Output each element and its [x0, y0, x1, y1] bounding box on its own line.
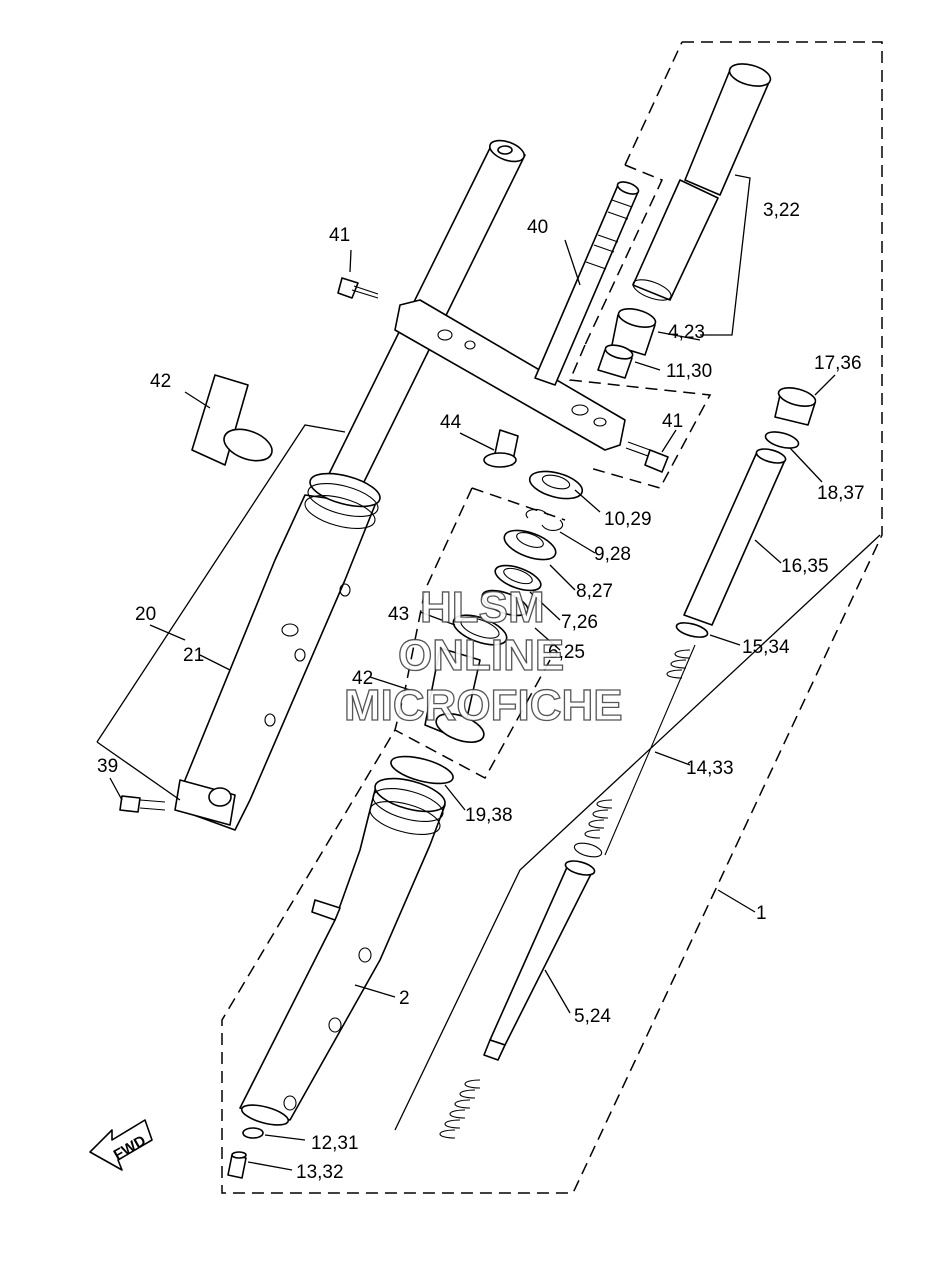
cap-bolt-17	[774, 387, 817, 426]
seal-7	[494, 564, 542, 592]
label-42-lower: 42	[352, 668, 373, 689]
watermark-line-1: HLSM	[420, 583, 545, 632]
label-19-38: 19,38	[465, 805, 513, 826]
label-9-28: 9,28	[594, 544, 631, 565]
part-labels: 3,22 40 41 4,23 11,30 17,36 42 44 41 18,…	[97, 200, 865, 1183]
cover-42-upper	[191, 374, 273, 466]
label-21: 21	[183, 645, 204, 666]
lower-outer-tube	[239, 777, 446, 1126]
label-10-29: 10,29	[604, 509, 652, 530]
damper-rod-5	[439, 842, 603, 1139]
bearing-group-boundary	[394, 487, 566, 780]
label-2: 2	[399, 988, 410, 1009]
label-3-22: 3,22	[763, 200, 800, 221]
ring-43	[452, 614, 508, 646]
bushing-11	[597, 344, 634, 379]
label-8-27: 8,27	[576, 581, 613, 602]
oring-19	[390, 755, 454, 785]
washer-15	[675, 622, 709, 638]
watermark-line-2: ONLINE	[398, 631, 564, 680]
bolt-41-left	[337, 277, 379, 299]
group-bracket-20	[96, 424, 346, 743]
label-7-26: 7,26	[561, 612, 598, 633]
label-13-32: 13,32	[296, 1162, 344, 1183]
steering-stem	[534, 181, 640, 386]
upper-group-boundary	[568, 41, 712, 489]
right-upper-tube	[632, 63, 772, 301]
bearing-10	[528, 470, 584, 500]
fwd-arrow: FWD	[89, 1119, 153, 1171]
label-14-33: 14,33	[686, 758, 734, 779]
label-40: 40	[527, 217, 548, 238]
assembly-boundary	[221, 41, 883, 1194]
label-15-34: 15,34	[742, 637, 790, 658]
washer-12	[242, 1127, 264, 1139]
label-44: 44	[440, 412, 462, 433]
label-41-right: 41	[662, 411, 683, 432]
group-bracket-right	[394, 534, 881, 1131]
watermark: HLSM ONLINE MICROFICHE	[343, 582, 623, 730]
label-1: 1	[756, 903, 767, 924]
label-12-31: 12,31	[311, 1133, 359, 1154]
cover-42-lower	[424, 647, 485, 743]
label-42-upper: 42	[150, 371, 171, 392]
spring-14	[584, 644, 696, 856]
label-18-37: 18,37	[817, 483, 865, 504]
label-43: 43	[388, 604, 409, 625]
bearing-8	[503, 529, 557, 561]
left-fork-leg	[174, 139, 626, 831]
bolt-39	[119, 795, 166, 813]
label-4-23: 4,23	[668, 322, 705, 343]
washer-6	[481, 589, 529, 617]
collar-44	[483, 429, 519, 468]
bolt-41-right	[625, 441, 669, 473]
bushing-4	[611, 308, 657, 356]
watermark-line-3: MICROFICHE	[344, 681, 623, 730]
label-41-top: 41	[329, 225, 350, 246]
label-16-35: 16,35	[781, 556, 829, 577]
label-17-36: 17,36	[814, 353, 862, 374]
label-39: 39	[97, 756, 118, 777]
oring-18	[764, 431, 800, 449]
circlip-9	[525, 508, 563, 531]
label-5-24: 5,24	[574, 1006, 611, 1027]
spacer-16	[683, 448, 787, 626]
label-6-25: 6,25	[548, 642, 585, 663]
label-11-30: 11,30	[666, 361, 712, 382]
bolt-13	[227, 1151, 247, 1179]
leader-lines	[109, 174, 836, 1171]
label-20: 20	[135, 604, 156, 625]
group-bracket-39	[96, 741, 181, 801]
